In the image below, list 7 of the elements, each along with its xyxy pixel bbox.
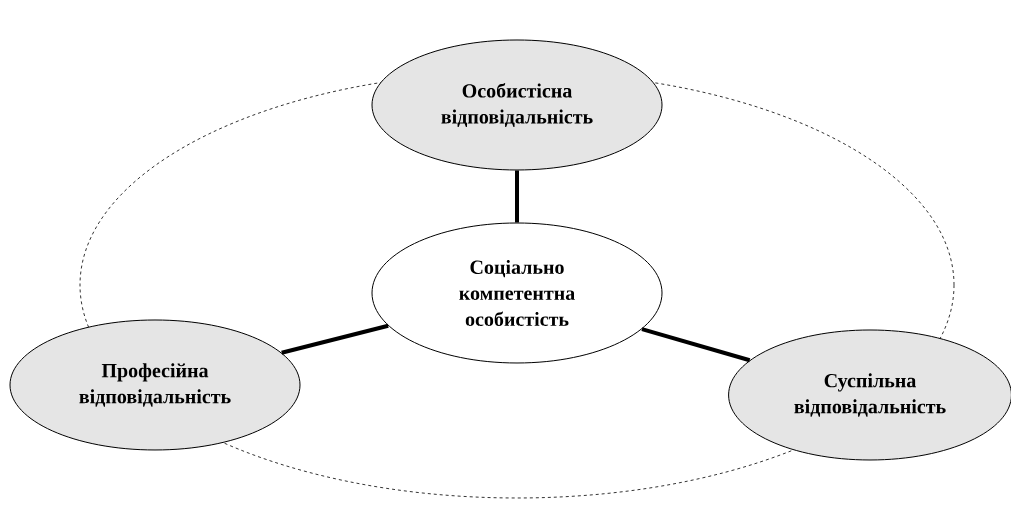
- ellipse-node: Професійна відповідальність: [9, 319, 301, 451]
- ellipse-node: Соціально компетентна особистість: [371, 222, 663, 364]
- connector-line: [641, 327, 751, 363]
- connector-line: [281, 323, 389, 355]
- ellipse-node: Особистісна відповідальність: [371, 39, 663, 171]
- ellipse-node: Суспільна відповідальність: [728, 329, 1011, 461]
- connector-line: [515, 170, 519, 223]
